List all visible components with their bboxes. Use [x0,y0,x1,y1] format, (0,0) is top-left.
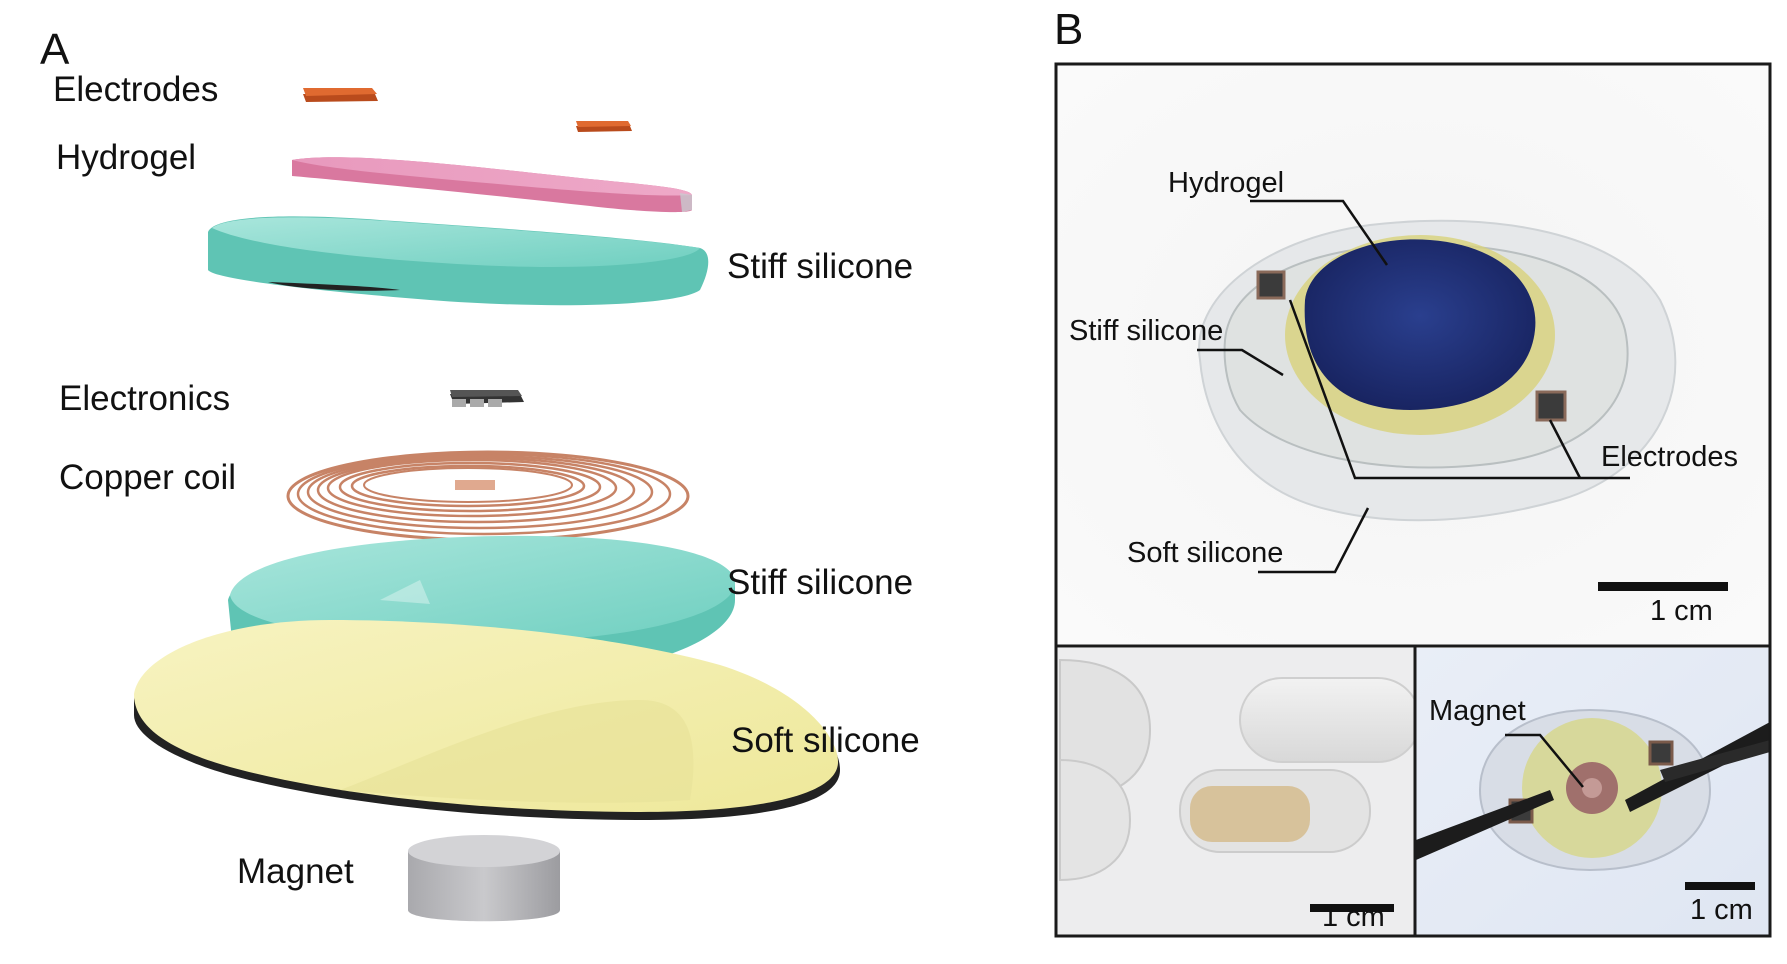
copper-coil [286,450,690,542]
electronics-chip [450,390,524,407]
main-photo [1056,64,1770,644]
magnet-cylinder [408,835,560,922]
photo-label-magnet: Magnet [1429,695,1526,727]
label-hydrogel: Hydrogel [56,138,197,177]
soft-silicone-layer [134,620,840,820]
label-electronics: Electronics [59,379,231,418]
label-electrodes: Electrodes [53,70,219,109]
photo-label-hydrogel: Hydrogel [1168,167,1285,199]
photo-label-electrodes: Electrodes [1601,441,1739,473]
scale-bar-label-main: 1 cm [1650,595,1713,627]
label-magnet: Magnet [237,852,354,891]
electrode-right [576,121,632,132]
photo-label-soft-silicone: Soft silicone [1127,537,1284,569]
label-soft-silicone: Soft silicone [731,721,920,760]
panel-b-letter: B [1054,5,1084,54]
scale-bar-label-capsule: 1 cm [1322,901,1385,933]
label-stiff-silicone-bottom: Stiff silicone [727,563,914,602]
panel-b-frame [1054,62,1772,938]
label-stiff-silicone-top: Stiff silicone [727,247,914,286]
label-copper-coil: Copper coil [59,458,237,497]
capsule-photo [1056,648,1421,936]
stiff-silicone-top-layer [208,216,709,306]
magnet-photo [1416,648,1770,936]
hydrogel-layer [292,157,692,213]
electrode-left [303,88,378,102]
photo-label-stiff-silicone: Stiff silicone [1069,315,1224,347]
scale-bar-label-magnet: 1 cm [1690,894,1753,926]
panel-a-letter: A [40,25,70,74]
